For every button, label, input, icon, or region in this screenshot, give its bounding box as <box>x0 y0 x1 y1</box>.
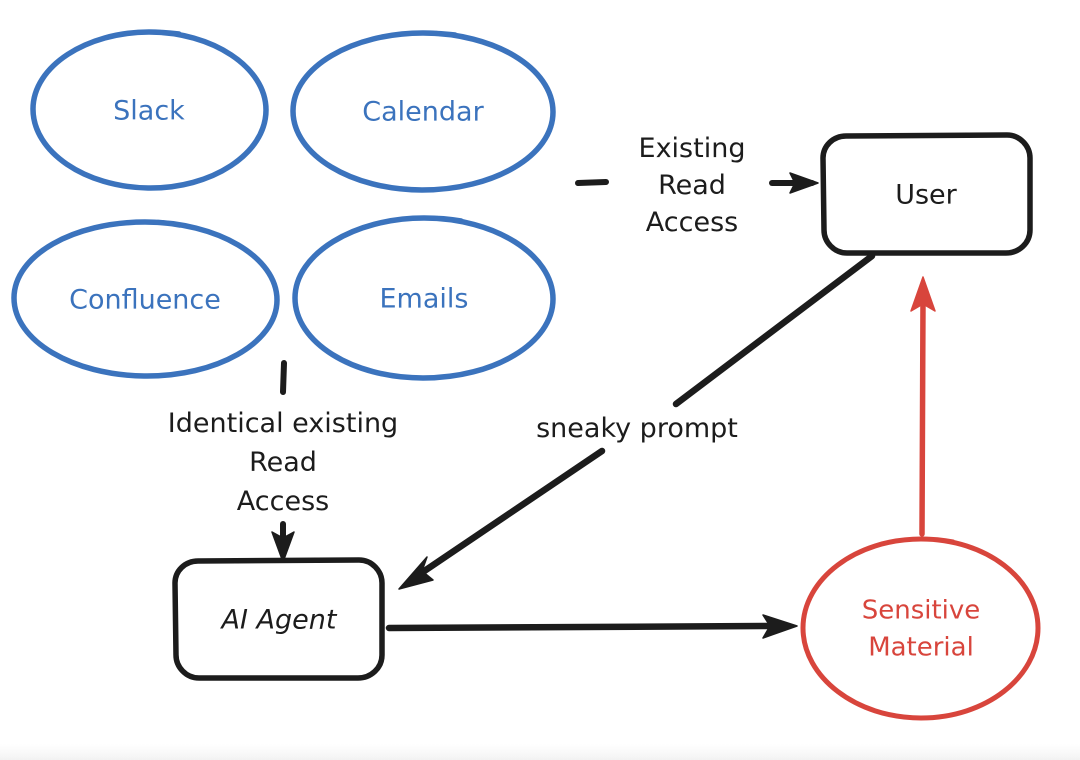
edge-agent-to-sensitive[interactable] <box>385 614 798 639</box>
existing-read-access-label-line1: Existing <box>639 133 746 164</box>
node-slack[interactable]: Slack <box>30 29 269 191</box>
sneaky-prompt-label: sneaky prompt <box>536 413 738 444</box>
emails-ellipse-outline <box>292 215 556 381</box>
edge-sneaky-prompt[interactable]: sneaky prompt <box>398 252 876 590</box>
ai-agent-label: AI Agent <box>220 605 338 636</box>
sensitive-material-label-line1: Sensitive <box>862 596 981 626</box>
sneaky-prompt-line-upper <box>672 252 876 408</box>
slack-label: Slack <box>113 96 185 127</box>
node-user[interactable]: User <box>820 132 1033 256</box>
confluence-ellipse-outline <box>11 219 280 379</box>
agent-to-sensitive-arrowhead <box>762 614 798 639</box>
edge-identical-existing-read-access[interactable]: Identical existing Read Access <box>168 360 398 563</box>
node-confluence[interactable]: Confluence <box>11 219 280 379</box>
sensitive-material-ellipse-outline <box>800 536 1041 721</box>
calendar-label: Calendar <box>362 97 484 128</box>
identical-read-access-label-line1: Identical existing <box>168 408 398 439</box>
sneaky-prompt-arrowhead <box>398 556 434 590</box>
identical-read-access-arrowhead <box>271 531 295 563</box>
identical-read-access-line-stub <box>280 360 287 395</box>
node-emails[interactable]: Emails <box>292 215 556 381</box>
node-ai-agent[interactable]: AI Agent <box>172 557 385 681</box>
slack-ellipse-outline <box>30 29 269 191</box>
sensitive-to-user-arrow-shaft <box>919 299 926 537</box>
existing-read-access-label-line2: Read <box>658 170 726 201</box>
user-label: User <box>895 180 957 211</box>
existing-read-access-label-line3: Access <box>646 207 738 238</box>
identical-read-access-label-line3: Access <box>237 486 329 517</box>
existing-read-access-arrowhead <box>789 172 819 194</box>
calendar-ellipse-outline <box>290 30 556 193</box>
sensitive-material-label-line2: Material <box>868 633 974 663</box>
emails-label: Emails <box>380 284 469 315</box>
node-sensitive-material[interactable]: Sensitive Material <box>800 536 1041 721</box>
edge-existing-read-access[interactable]: Existing Read Access <box>575 133 819 238</box>
user-box-outline <box>820 132 1033 256</box>
confluence-label: Confluence <box>69 285 221 316</box>
node-calendar[interactable]: Calendar <box>290 30 556 193</box>
sensitive-to-user-arrowhead <box>910 276 936 312</box>
identical-read-access-label-line2: Read <box>249 447 317 478</box>
edge-sensitive-to-user[interactable] <box>910 276 936 537</box>
existing-read-access-line-stub <box>575 179 609 186</box>
ai-agent-box-outline <box>172 557 385 681</box>
bottom-gradient-band <box>0 744 1080 760</box>
sneaky-prompt-arrow-shaft <box>410 447 606 582</box>
agent-to-sensitive-arrow-shaft <box>385 622 778 632</box>
